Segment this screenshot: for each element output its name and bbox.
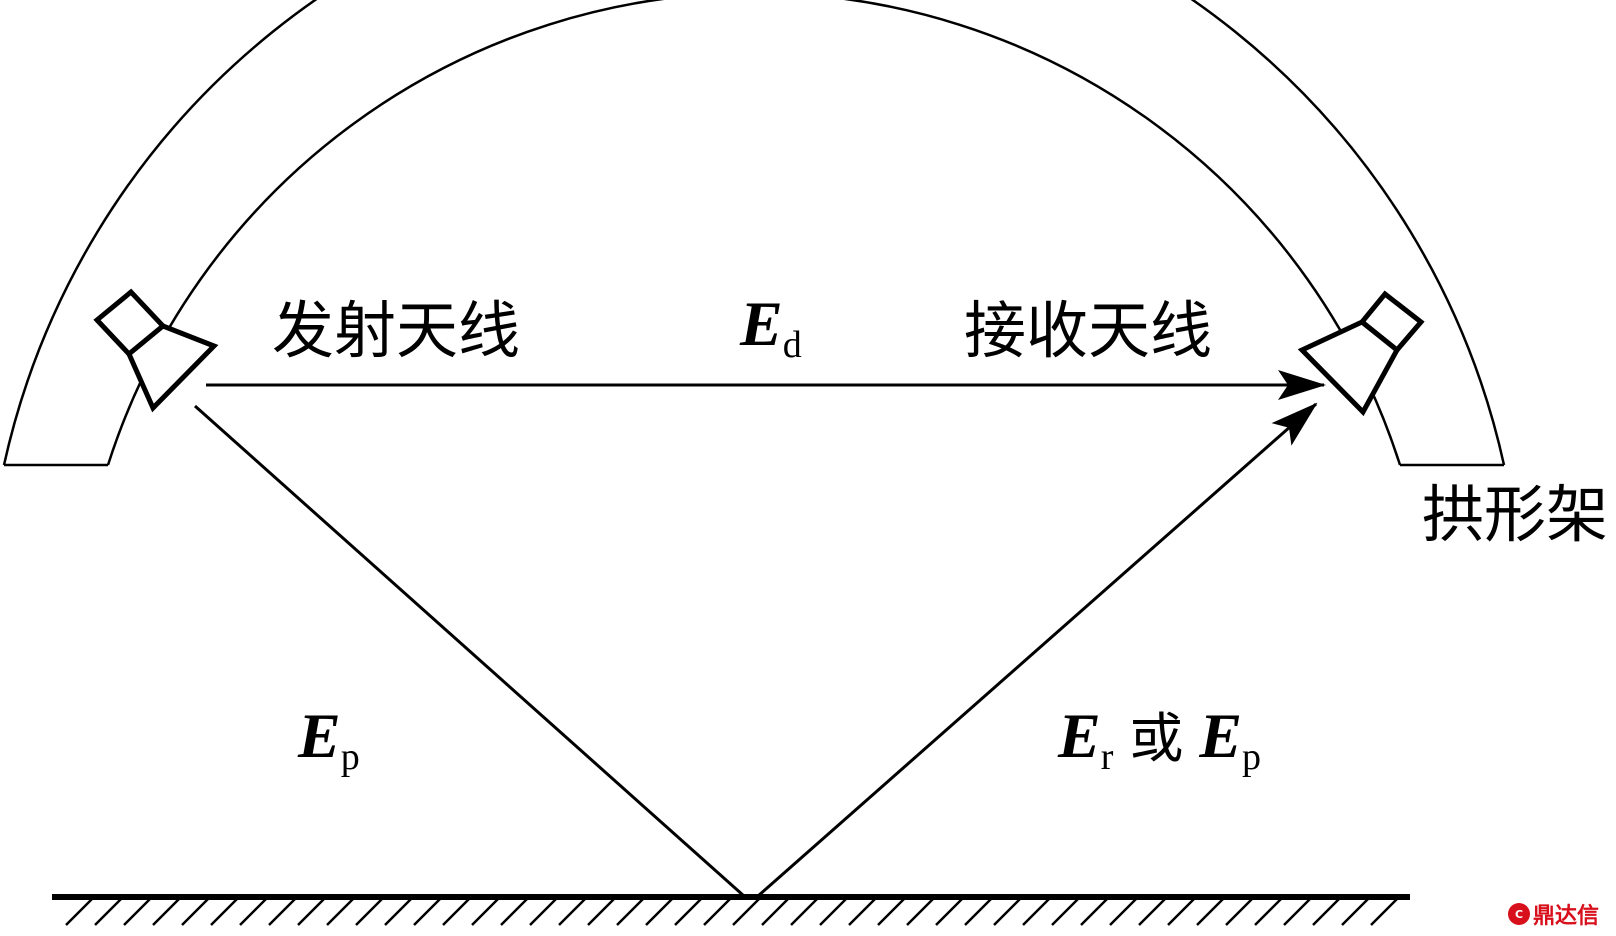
hatch-stroke — [384, 898, 412, 926]
hatch-stroke — [1138, 898, 1166, 926]
reflected-wave-symbol: Er 或 Ep — [1058, 704, 1261, 777]
hatch-stroke — [1370, 898, 1398, 926]
hatch-stroke — [1254, 898, 1282, 926]
hatch-stroke — [355, 898, 383, 926]
reflected-wave-symbol-sub: r — [1100, 736, 1114, 778]
hatch-stroke — [906, 898, 934, 926]
hatch-stroke — [848, 898, 876, 926]
hatch-stroke — [65, 898, 93, 926]
hatch-stroke — [1341, 898, 1369, 926]
hatch-stroke — [1022, 898, 1050, 926]
incident-wave-symbol-main: E — [298, 700, 341, 771]
hatch-stroke — [239, 898, 267, 926]
incident-wave-symbol: Ep — [298, 704, 360, 777]
hatch-stroke — [877, 898, 905, 926]
hatch-stroke — [1283, 898, 1311, 926]
receive-antenna-icon — [1297, 290, 1425, 417]
incident-ray — [194, 404, 745, 898]
hatch-stroke — [1080, 898, 1108, 926]
hatch-stroke — [529, 898, 557, 926]
hatch-stroke — [94, 898, 122, 926]
arch-inner-arc — [106, 0, 1402, 466]
hatch-stroke — [500, 898, 528, 926]
hatch-stroke — [1167, 898, 1195, 926]
hatch-stroke — [1196, 898, 1224, 926]
hatch-stroke — [181, 898, 209, 926]
hatch-stroke — [993, 898, 1021, 926]
hatch-stroke — [558, 898, 586, 926]
hatch-stroke — [819, 898, 847, 926]
reflected-wave-symbol-main: E — [1058, 700, 1101, 771]
hatch-stroke — [964, 898, 992, 926]
direct-wave-symbol-sub: d — [782, 324, 802, 366]
hatch-stroke — [587, 898, 615, 926]
ground-hatching — [65, 898, 1398, 926]
hatch-stroke — [210, 898, 238, 926]
transmit-antenna-label: 发射天线 — [272, 294, 521, 367]
arch-outer-arc — [2, 0, 1506, 466]
hatch-stroke — [935, 898, 963, 926]
hatch-stroke — [1225, 898, 1253, 926]
hatch-stroke — [268, 898, 296, 926]
transmit-antenna-icon — [93, 288, 219, 413]
direct-wave-symbol-main: E — [740, 288, 783, 359]
hatch-stroke — [674, 898, 702, 926]
arch-frame-label: 拱形架 — [1422, 478, 1609, 551]
hatch-stroke — [790, 898, 818, 926]
hatch-stroke — [703, 898, 731, 926]
hatch-stroke — [732, 898, 760, 926]
incident-wave-symbol-sub: p — [340, 736, 360, 778]
hatch-stroke — [297, 898, 325, 926]
reflected-wave-symbol-main2: E — [1199, 700, 1243, 771]
hatch-stroke — [413, 898, 441, 926]
hatch-stroke — [616, 898, 644, 926]
reflected-ray-arrow — [757, 402, 1318, 898]
direct-wave-symbol: Ed — [740, 292, 802, 365]
watermark-text: 鼎达信 — [1533, 904, 1600, 929]
reflected-wave-connector: 或 — [1129, 707, 1184, 770]
hatch-stroke — [471, 898, 499, 926]
hatch-stroke — [123, 898, 151, 926]
hatch-stroke — [442, 898, 470, 926]
reflected-wave-symbol-sub2: p — [1242, 736, 1262, 778]
receive-antenna-label: 接收天线 — [964, 294, 1213, 367]
watermark: C 鼎达信 — [1508, 898, 1599, 930]
hatch-stroke — [761, 898, 789, 926]
watermark-logo-icon: C — [1508, 903, 1530, 925]
hatch-stroke — [152, 898, 180, 926]
hatch-stroke — [1312, 898, 1340, 926]
hatch-stroke — [326, 898, 354, 926]
hatch-stroke — [1051, 898, 1079, 926]
hatch-stroke — [645, 898, 673, 926]
hatch-stroke — [1109, 898, 1137, 926]
